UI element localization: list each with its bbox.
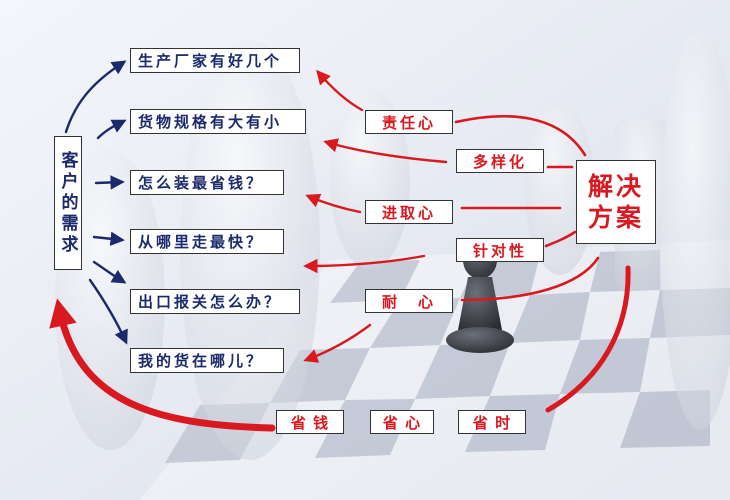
solution-links — [454, 114, 600, 302]
arrow-responsibility — [316, 69, 364, 112]
quality-arrows — [303, 69, 448, 363]
solution-line-1: 解决 — [587, 171, 644, 201]
arrow-patience — [303, 323, 372, 363]
arrow-diversity — [323, 138, 448, 164]
need-box-6: 我的货在哪儿？ — [130, 348, 284, 373]
quality-initiative: 进取心 — [365, 200, 453, 224]
arrow-to-need-6 — [88, 278, 128, 345]
need-box-4: 从哪里走最快？ — [130, 229, 284, 254]
need-box-5: 出口报关怎么办？ — [130, 289, 300, 314]
solution-line-2: 方案 — [587, 203, 644, 232]
arrow-to-need-5 — [92, 260, 127, 284]
arrow-pertinence — [303, 254, 426, 274]
benefit-save-worry: 省 心 — [370, 410, 434, 434]
arrow-to-need-1 — [64, 60, 127, 134]
need-box-2: 货物规格有大有小 — [130, 109, 306, 134]
benefit-save-money: 省 钱 — [276, 410, 344, 434]
arrow-to-need-2 — [96, 119, 127, 140]
arrow-to-need-4 — [92, 231, 125, 246]
need-box-3: 怎么装最省钱？ — [130, 170, 284, 195]
customer-needs-label: 客户的需求 — [54, 136, 82, 270]
solution-box: 解决 方案 — [576, 160, 656, 244]
quality-responsibility: 责任心 — [365, 110, 453, 134]
arrow-to-need-3 — [94, 175, 125, 190]
quality-diversity: 多样化 — [456, 149, 544, 173]
quality-pertinence: 针对性 — [456, 238, 544, 262]
benefits-to-customer-arc — [49, 298, 276, 432]
solution-to-benefits-arc — [545, 265, 631, 413]
customer-arrows — [64, 60, 128, 345]
link-responsibility — [454, 114, 587, 157]
need-box-1: 生产厂家有好几个 — [130, 48, 300, 73]
link-patience — [460, 256, 600, 302]
link-pertinence — [544, 230, 577, 248]
dark-pawn — [446, 241, 514, 353]
quality-patience: 耐 心 — [365, 289, 453, 313]
arrow-initiative — [305, 193, 362, 214]
benefit-save-time: 省 时 — [458, 410, 526, 434]
